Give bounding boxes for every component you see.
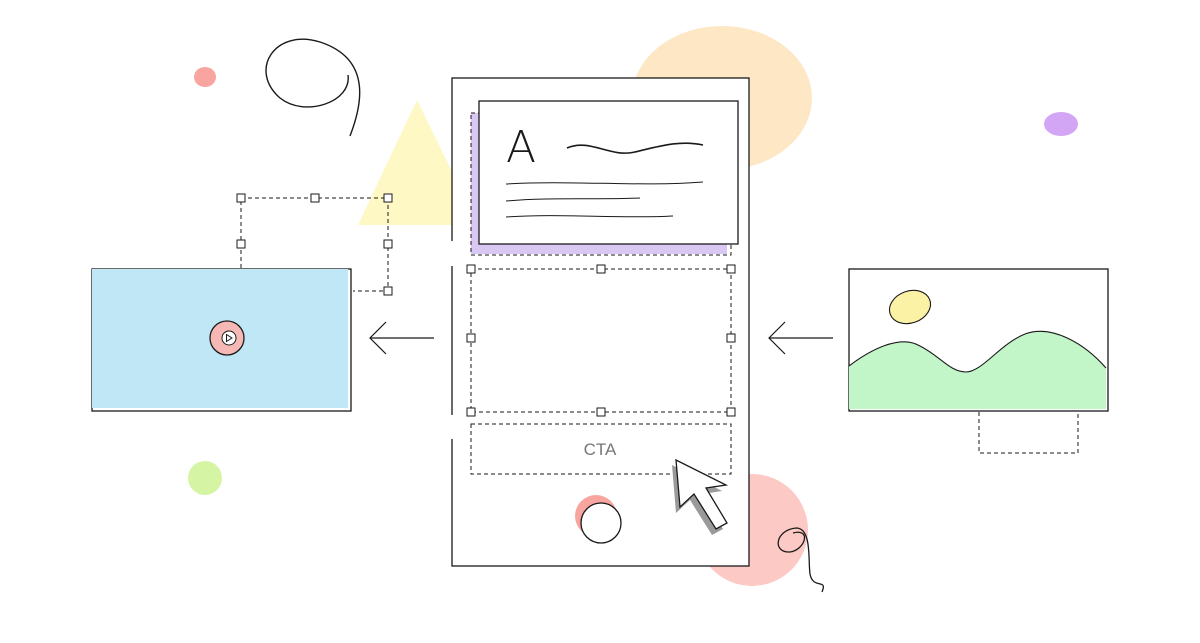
play-triangle-icon	[226, 333, 233, 343]
image-selection-frame	[978, 412, 1079, 454]
selection-handle[interactable]	[383, 286, 393, 296]
home-button[interactable]	[580, 502, 622, 544]
cursor-arrow	[675, 458, 729, 530]
heading-squiggle	[566, 142, 704, 154]
text-line	[505, 215, 674, 218]
cta-label: CTA	[584, 440, 617, 459]
arrow-left-icon	[369, 321, 434, 355]
play-icon-ring	[221, 330, 237, 346]
cursor-icon	[672, 458, 729, 535]
selection-handle[interactable]	[596, 264, 606, 274]
red-dot-shape	[194, 67, 216, 87]
image-card	[848, 268, 1109, 454]
sun-icon	[888, 289, 932, 325]
text-line	[505, 197, 641, 202]
selection-handle[interactable]	[236, 239, 246, 249]
arrow-right-side-icon	[768, 321, 833, 355]
heading-letter: A	[506, 122, 536, 173]
selection-handle[interactable]	[726, 407, 736, 417]
purple-dot-shape	[1044, 112, 1078, 136]
phone-side-gap	[448, 241, 456, 266]
phone-side-gap	[448, 415, 456, 439]
hills-icon	[849, 331, 1106, 409]
selection-handle[interactable]	[726, 333, 736, 343]
green-dot-shape	[188, 461, 222, 495]
cta-button[interactable]	[470, 423, 732, 475]
selection-handle[interactable]	[596, 407, 606, 417]
selection-handle[interactable]	[726, 264, 736, 274]
phone-mockup: A CTA	[448, 77, 750, 567]
text-line	[505, 181, 704, 185]
scribble-top-line	[265, 38, 361, 137]
selection-handle[interactable]	[466, 333, 476, 343]
selection-handle[interactable]	[383, 193, 393, 203]
selection-handle[interactable]	[383, 239, 393, 249]
selection-handle[interactable]	[236, 193, 246, 203]
hills-outline	[848, 330, 1107, 373]
scribble-bottom-line	[777, 527, 824, 593]
selection-handle[interactable]	[466, 264, 476, 274]
selection-handle[interactable]	[466, 407, 476, 417]
selection-handle[interactable]	[310, 193, 320, 203]
text-block-card[interactable]	[478, 100, 739, 245]
video-card	[91, 193, 393, 412]
